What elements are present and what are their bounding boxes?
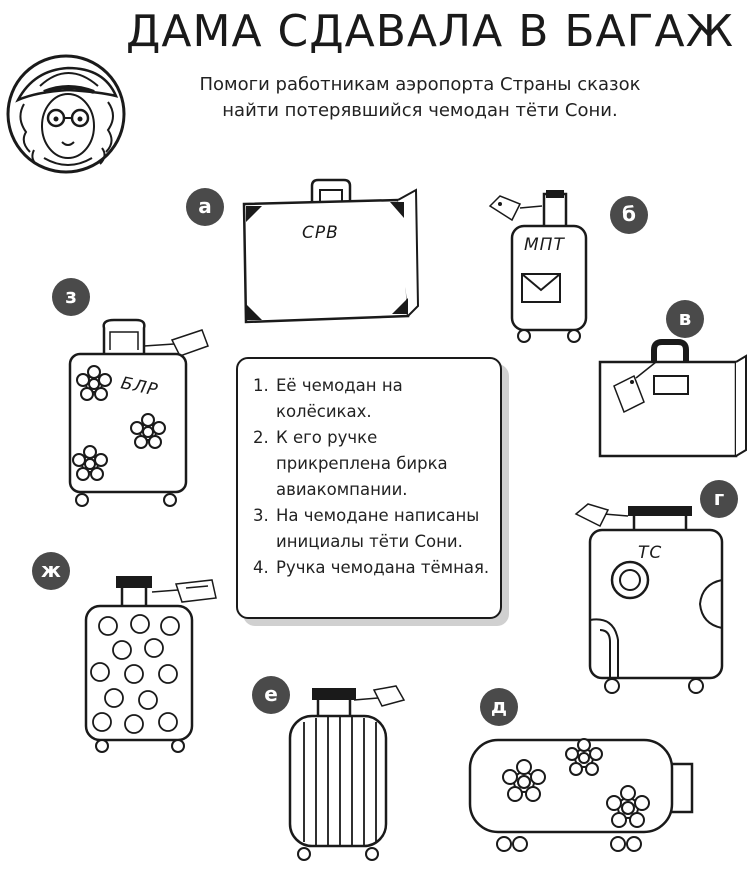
suitcase-g-initials: ТС — [638, 543, 662, 563]
clue-item: К его ручке прикреплена бирка авиакомпан… — [274, 425, 490, 503]
suitcase-e[interactable] — [282, 684, 412, 866]
badge-d: д — [480, 688, 518, 726]
suitcase-z[interactable]: БЛР — [62, 318, 232, 510]
suitcase-g[interactable]: ТС — [572, 500, 726, 700]
lady-with-hat-icon — [6, 54, 126, 174]
clue-box: Её чемодан на колёсиках. К его ручке при… — [236, 357, 502, 619]
badge-z: з — [52, 278, 90, 316]
suitcase-zh[interactable] — [78, 572, 240, 754]
clue-item: На чемодане написаны инициалы тёти Сони. — [274, 503, 490, 555]
clue-item: Её чемодан на колёсиках. — [274, 373, 490, 425]
badge-zh: ж — [32, 552, 70, 590]
page-title: ДАМА СДАВАЛА В БАГАЖ — [126, 6, 734, 57]
instructions: Помоги работникам аэропорта Страны сказо… — [130, 72, 710, 124]
suitcase-b[interactable]: МПТ — [484, 186, 604, 348]
suitcase-v[interactable] — [596, 336, 750, 462]
badge-b: б — [610, 196, 648, 234]
badge-a: а — [186, 188, 224, 226]
badge-e: е — [252, 676, 290, 714]
suitcase-d[interactable] — [466, 730, 698, 864]
wheel-icon — [517, 329, 531, 343]
instructions-line-2: найти потерявшийся чемодан тёти Сони. — [222, 100, 618, 121]
instructions-line-1: Помоги работникам аэропорта Страны сказо… — [199, 74, 641, 95]
badge-v: в — [666, 300, 704, 338]
suitcase-a[interactable]: СРВ — [232, 178, 420, 328]
suitcase-a-initials: СРВ — [302, 223, 339, 243]
badge-g: г — [700, 480, 738, 518]
clue-item: Ручка чемодана тёмная. — [274, 555, 490, 581]
suitcase-b-initials: МПТ — [524, 235, 565, 255]
luggage-tag-icon — [488, 195, 522, 222]
clue-list: Её чемодан на колёсиках. К его ручке при… — [250, 373, 490, 581]
